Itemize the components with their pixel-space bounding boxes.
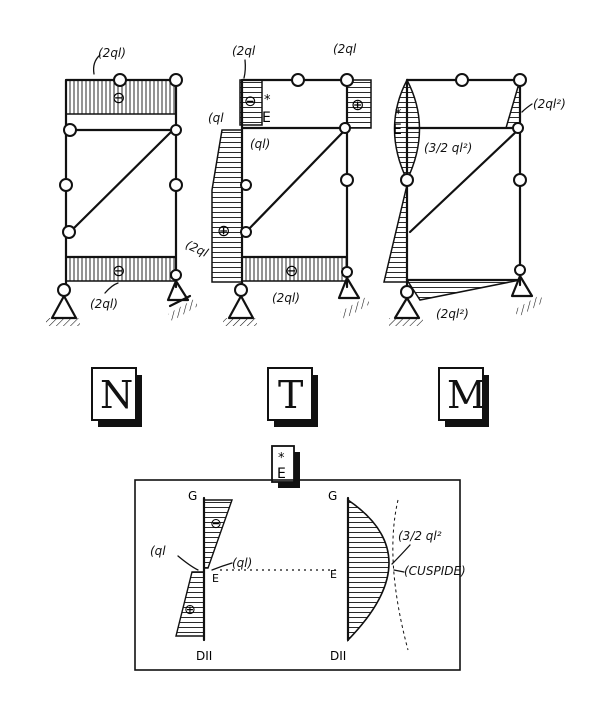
t-sign-minus-bottom: ⊖ xyxy=(285,261,298,280)
detail-d-right: DII xyxy=(330,649,346,663)
letter-t: T xyxy=(278,373,303,417)
n-ground-right xyxy=(168,299,198,321)
n-sign-bottom: ⊖ xyxy=(112,261,125,280)
m-bottom-tri xyxy=(405,279,521,301)
detail-label-cuspide: (CUSPIDE) xyxy=(404,564,466,578)
t-ground-left xyxy=(223,318,257,326)
detail-e-left: E xyxy=(212,572,219,585)
detail-moment-lens xyxy=(347,498,390,642)
t-label-bottom: (2ql) xyxy=(272,291,300,305)
n-label-bottom: (2ql) xyxy=(90,297,118,311)
detail-g-left: G xyxy=(188,489,197,503)
detail-panel: ⊖ ⊕ G E DII (ql (ql) G E DII (3/2 ql² (C… xyxy=(134,479,466,671)
detail-label-ql-left: (ql xyxy=(150,544,166,558)
t-label-left-low: (2ql xyxy=(183,237,211,260)
t-sign-plus-left: ⊕ xyxy=(217,221,230,240)
t-label-top-right: (2ql xyxy=(333,42,357,56)
m-left-lower-tri xyxy=(383,184,408,283)
detail-cusp-curve xyxy=(392,499,409,651)
detail-header-star: * xyxy=(278,451,285,466)
letter-box-m: M xyxy=(438,367,489,427)
detail-label-ql-right: (ql) xyxy=(232,556,252,570)
n-ground-left xyxy=(46,318,80,326)
t-top-right-band xyxy=(346,79,372,129)
detail-sign-plus: ⊕ xyxy=(184,602,196,618)
letter-m: M xyxy=(447,373,486,417)
letter-n: N xyxy=(100,373,133,417)
t-left-band xyxy=(211,129,243,283)
detail-header: * E xyxy=(271,445,300,488)
diagram-t-frame: ⊖ ⊕ ⊕ ⊖ (2ql (2ql (ql (ql) * E (2ql (2ql… xyxy=(183,42,372,326)
n-sign-top: ⊖ xyxy=(112,88,125,107)
t-ground-right xyxy=(340,297,370,319)
t-bottom-band xyxy=(241,256,348,282)
detail-label-moment: (3/2 ql² xyxy=(398,529,442,543)
m-label-e-value: (3/2 ql²) xyxy=(424,141,472,155)
detail-e-right: E xyxy=(330,568,337,581)
detail-sign-minus: ⊖ xyxy=(210,516,222,532)
detail-shear-top xyxy=(203,499,233,569)
detail-header-e: E xyxy=(277,466,286,482)
detail-g-right: G xyxy=(328,489,337,503)
m-label-bottom: (2ql²) xyxy=(436,307,469,321)
diagram-n-frame: ⊖ ⊖ (2ql) (2ql) xyxy=(46,46,198,326)
t-sign-plus-right: ⊕ xyxy=(351,95,364,114)
m-ground-left xyxy=(389,318,423,326)
t-sign-minus-top: ⊖ xyxy=(244,92,257,110)
t-label-top-left: (2ql xyxy=(232,44,256,58)
m-top-right-tri xyxy=(505,79,521,129)
t-label-mid-left: (ql xyxy=(208,111,224,125)
t-label-mid-inner: (ql) xyxy=(250,137,270,151)
n-label-top: (2ql) xyxy=(98,46,126,60)
detail-d-left: DII xyxy=(196,649,212,663)
t-label-star: * xyxy=(264,93,271,108)
m-label-e: E xyxy=(393,122,402,138)
m-label-corner: (2ql²) xyxy=(533,97,566,111)
t-label-e: E xyxy=(262,110,271,126)
letter-box-t: T xyxy=(267,367,318,427)
letter-box-n: N xyxy=(91,367,142,427)
diagram-m-frame: * E (3/2 ql²) (2ql²) (2ql²) xyxy=(383,73,566,326)
m-label-star: * xyxy=(395,107,402,122)
m-ground-right xyxy=(514,295,544,317)
n-bottom-band xyxy=(65,256,177,282)
